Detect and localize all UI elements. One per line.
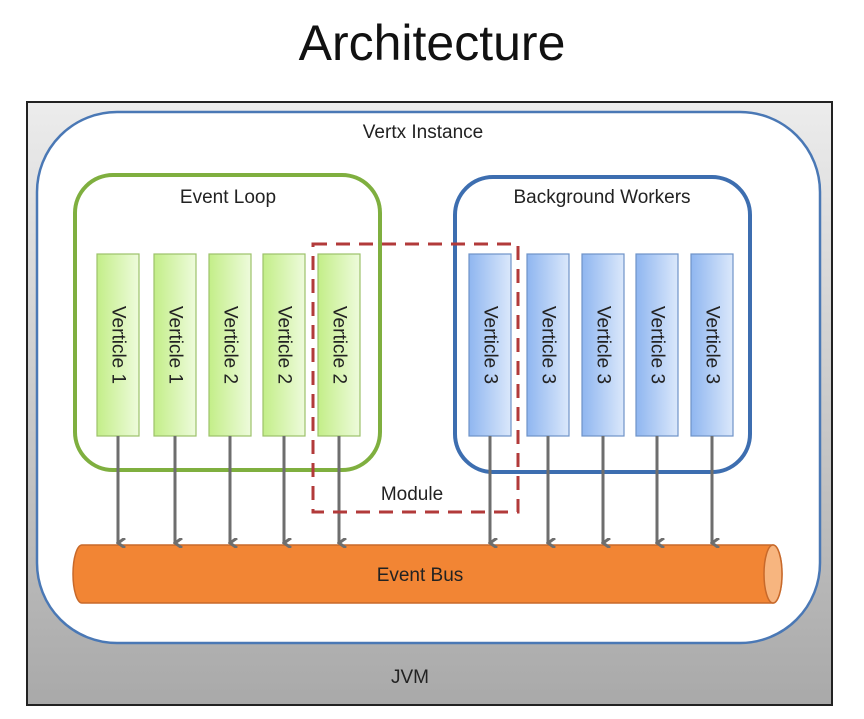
- event-loop-verticle: Verticle 1: [153, 253, 197, 437]
- verticle-label: Verticle 3: [593, 306, 614, 384]
- verticle-label: Verticle 1: [165, 306, 186, 384]
- event-bus: Event Bus: [72, 544, 783, 604]
- module-boundary: [311, 242, 520, 514]
- verticle-label: Verticle 2: [220, 306, 241, 384]
- background-workers-label: Background Workers: [513, 187, 690, 208]
- verticle-label: Verticle 2: [274, 306, 295, 384]
- verticle-box: [262, 253, 306, 437]
- event-loop-verticle: Verticle 2: [262, 253, 306, 437]
- page-title: Architecture: [298, 15, 566, 71]
- background-worker-verticle: Verticle 3: [581, 253, 625, 437]
- event-loop-verticle: Verticle 2: [208, 253, 252, 437]
- verticle-box: [317, 253, 361, 437]
- verticle-label: Verticle 3: [538, 306, 559, 384]
- verticle-box: [153, 253, 197, 437]
- verticle-box: [208, 253, 252, 437]
- event-loop-label: Event Loop: [180, 187, 276, 208]
- event-loop-verticle: Verticle 2: [317, 253, 361, 437]
- verticle-label: Verticle 2: [329, 306, 350, 384]
- verticles-group: Verticle 1 Verticle 1 Verticle 2 Verticle 2…: [96, 253, 734, 437]
- background-worker-verticle: Verticle 3: [690, 253, 734, 437]
- background-worker-verticle: Verticle 3: [635, 253, 679, 437]
- verticle-label: Verticle 1: [108, 306, 129, 384]
- vertx-instance-label: Vertx Instance: [363, 122, 483, 143]
- arrows-group: [118, 436, 712, 543]
- background-worker-verticle: Verticle 3: [468, 253, 512, 437]
- verticle-box: [635, 253, 679, 437]
- event-bus-label: Event Bus: [377, 565, 464, 586]
- verticle-label: Verticle 3: [702, 306, 723, 384]
- verticle-box: [96, 253, 140, 437]
- module-label: Module: [381, 484, 443, 505]
- verticle-box: [581, 253, 625, 437]
- verticle-label: Verticle 3: [480, 306, 501, 384]
- verticle-box: [526, 253, 570, 437]
- background-worker-verticle: Verticle 3: [526, 253, 570, 437]
- jvm-label: JVM: [391, 667, 429, 688]
- event-loop-verticle: Verticle 1: [96, 253, 140, 437]
- verticle-label: Verticle 3: [647, 306, 668, 384]
